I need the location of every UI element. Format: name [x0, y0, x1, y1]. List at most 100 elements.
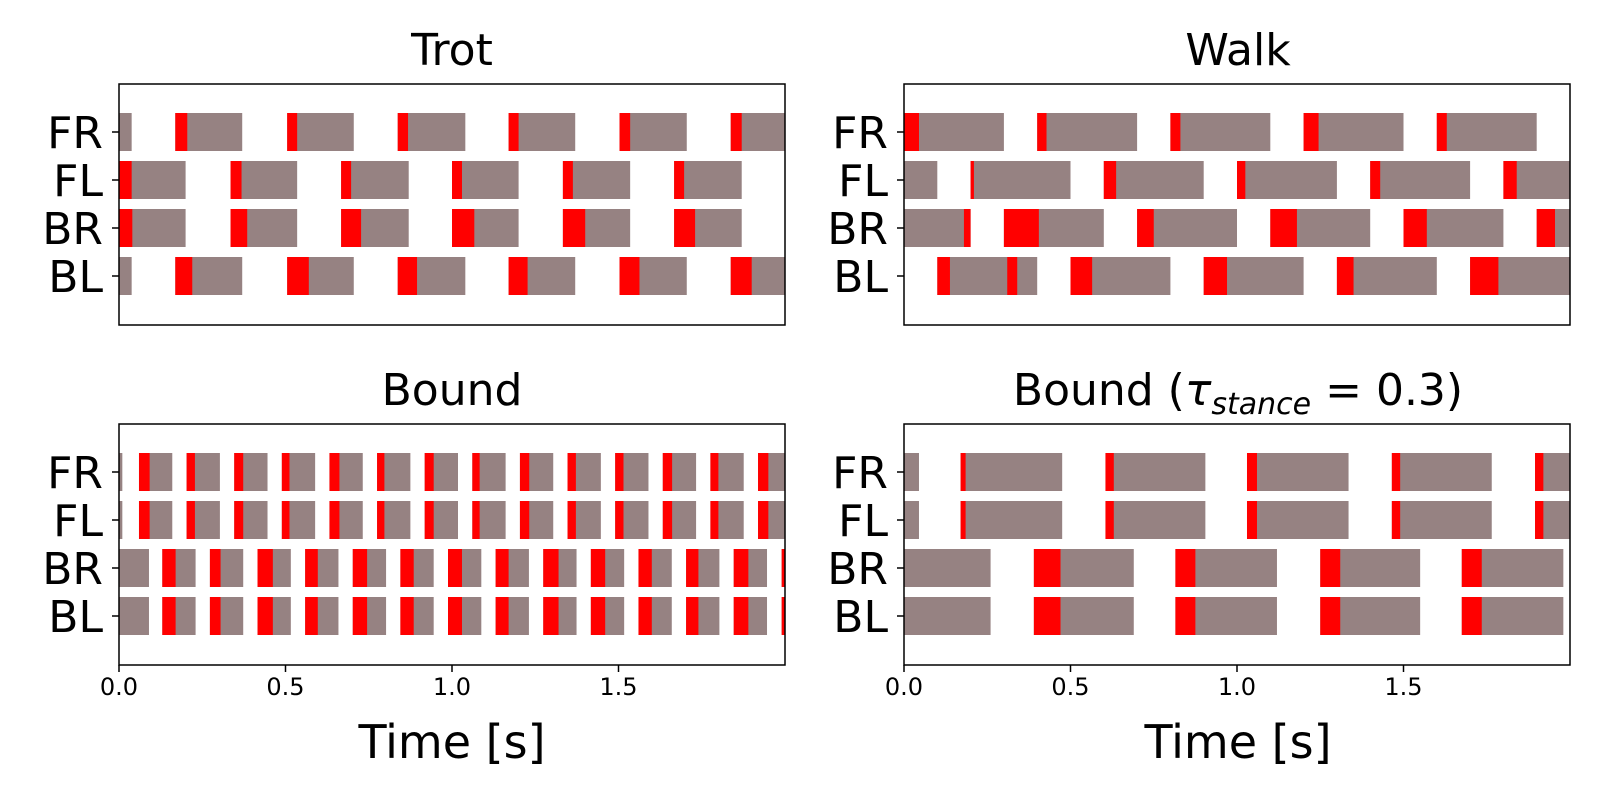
transition-bar	[562, 161, 573, 199]
transition-bar	[662, 501, 673, 539]
panel-title-symbol: τ	[1185, 365, 1212, 416]
transition-bar	[209, 549, 221, 587]
leg-label: FR	[832, 448, 888, 499]
leg-label: FR	[832, 108, 888, 159]
transition-bar	[257, 549, 273, 587]
transition-bar	[452, 161, 462, 199]
stance-bar	[904, 453, 919, 491]
stance-bar	[1105, 501, 1206, 539]
transition-bar	[448, 597, 462, 635]
stance-bar	[341, 161, 409, 199]
transition-bar	[1461, 549, 1482, 587]
transition-bar	[230, 209, 248, 247]
transition-bar	[970, 161, 974, 199]
transition-bar	[186, 453, 195, 491]
stance-bar	[119, 113, 132, 151]
leg-label: BR	[827, 544, 888, 595]
transition-bar	[1336, 257, 1354, 295]
transition-bar	[397, 257, 418, 295]
transition-bar	[567, 453, 576, 491]
transition-bar	[615, 453, 624, 491]
transition-bar	[257, 597, 273, 635]
leg-label: BR	[42, 544, 103, 595]
transition-bar	[230, 161, 242, 199]
stance-bar	[287, 113, 354, 151]
transition-bar	[567, 501, 576, 539]
stance-bar	[119, 597, 149, 635]
transition-bar	[960, 501, 966, 539]
transition-bar	[1391, 453, 1401, 491]
transition-bar	[1105, 501, 1114, 539]
transition-bar	[904, 113, 919, 151]
transition-bar	[1175, 597, 1196, 635]
leg-label: BL	[833, 592, 888, 643]
transition-bar	[329, 501, 340, 539]
transition-bar	[472, 453, 480, 491]
transition-bar	[1007, 257, 1018, 295]
stance-bar	[119, 501, 123, 539]
stance-bar	[119, 549, 149, 587]
panel-title-text: Bound (	[1013, 365, 1185, 416]
transition-bar	[1535, 453, 1544, 491]
transition-bar	[305, 549, 318, 587]
transition-bar	[508, 113, 519, 151]
transition-bar	[400, 549, 414, 587]
stance-bar	[904, 501, 919, 539]
transition-bar	[710, 453, 719, 491]
transition-bar	[186, 501, 195, 539]
transition-bar	[508, 257, 528, 295]
stance-bar	[1303, 113, 1404, 151]
stance-bar	[119, 257, 132, 295]
transition-bar	[448, 549, 462, 587]
leg-label: FL	[838, 496, 888, 547]
stance-bar	[1246, 501, 1349, 539]
x-tick-label: 1.5	[1384, 673, 1422, 701]
transition-bar	[733, 549, 749, 587]
transition-bar	[1270, 209, 1297, 247]
panel-title: Bound (τstance = 0.3)	[1013, 365, 1463, 422]
stance-bar	[904, 161, 938, 199]
transition-bar	[400, 597, 414, 635]
transition-bar	[963, 209, 971, 247]
transition-bar	[686, 549, 699, 587]
x-tick-label: 0.0	[885, 673, 923, 701]
transition-bar	[1303, 113, 1319, 151]
transition-bar	[674, 161, 685, 199]
stance-bar	[960, 453, 1063, 491]
transition-bar	[234, 453, 244, 491]
leg-label: FR	[47, 448, 103, 499]
stance-bar	[452, 161, 519, 199]
stance-bar	[1391, 501, 1492, 539]
transition-bar	[1470, 257, 1499, 295]
transition-bar	[424, 453, 434, 491]
transition-bar	[781, 597, 785, 635]
leg-label: BL	[48, 252, 103, 303]
transition-bar	[730, 113, 742, 151]
transition-bar	[119, 209, 133, 247]
leg-label: BL	[833, 252, 888, 303]
transition-bar	[1037, 113, 1047, 151]
transition-bar	[519, 501, 530, 539]
stance-bar	[937, 257, 1038, 295]
transition-bar	[234, 501, 244, 539]
x-tick-label: 1.0	[1218, 673, 1256, 701]
transition-bar	[1175, 549, 1196, 587]
panel-title: Bound	[382, 365, 523, 416]
x-tick-label: 0.5	[266, 673, 304, 701]
transition-bar	[352, 549, 368, 587]
leg-label: FL	[53, 496, 103, 547]
transition-bar	[662, 453, 673, 491]
transition-bar	[1003, 209, 1039, 247]
transition-bar	[590, 597, 606, 635]
transition-bar	[495, 597, 509, 635]
transition-bar	[305, 597, 318, 635]
transition-bar	[1170, 113, 1181, 151]
transition-bar	[341, 209, 362, 247]
stance-bar	[904, 113, 1004, 151]
transition-bar	[472, 501, 480, 539]
transition-bar	[590, 549, 606, 587]
transition-bar	[175, 257, 193, 295]
stance-bar	[904, 209, 971, 247]
